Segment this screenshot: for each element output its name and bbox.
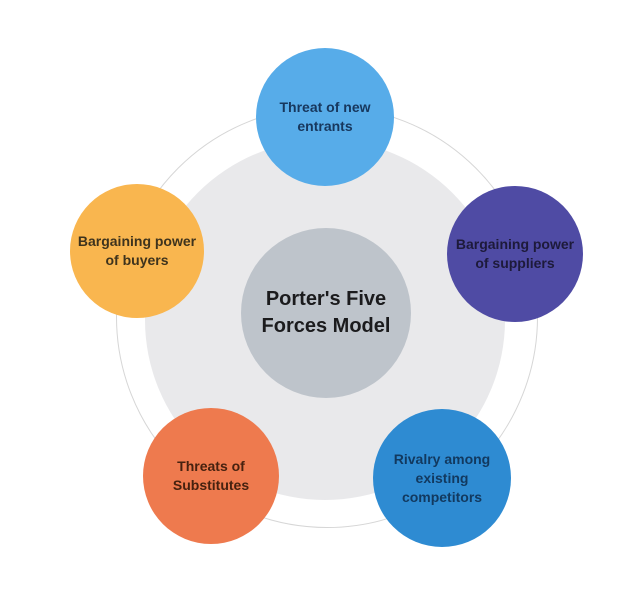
force-circle-bargaining-power-of-suppliers: Bargaining power of suppliers — [447, 186, 583, 322]
center-circle: Porter's Five Forces Model — [241, 228, 411, 398]
force-label: Bargaining power of suppliers — [455, 236, 575, 271]
force-label: Threat of new entrants — [279, 99, 371, 134]
force-circle-rivalry-among-existing-competitors: Rivalry among existing competitors — [373, 409, 511, 547]
force-label: Bargaining power of buyers — [77, 233, 197, 268]
force-label: Threats of Substitutes — [172, 458, 250, 493]
center-label: Porter's Five Forces Model — [261, 288, 391, 337]
force-circle-threat-of-new-entrants: Threat of new entrants — [256, 48, 394, 186]
force-circle-bargaining-power-of-buyers: Bargaining power of buyers — [70, 184, 204, 318]
force-circle-threats-of-substitutes: Threats of Substitutes — [143, 408, 279, 544]
force-label: Rivalry among existing competitors — [393, 450, 491, 505]
